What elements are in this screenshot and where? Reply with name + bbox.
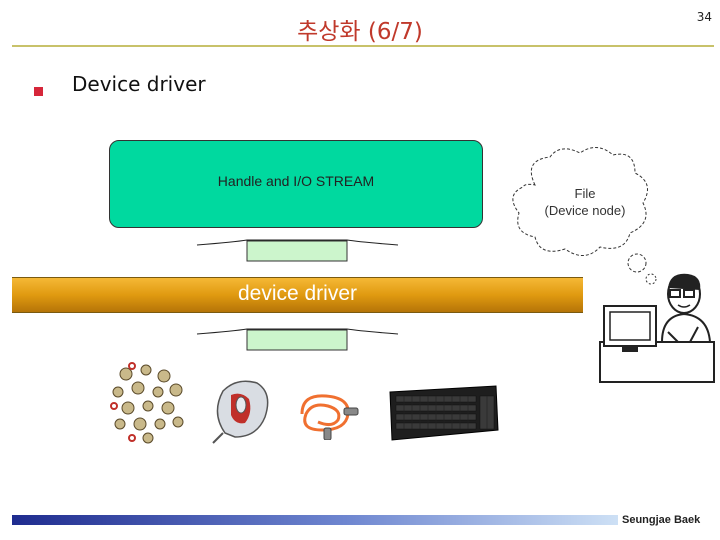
title-divider [12,45,714,47]
keyboard-icon [389,385,499,441]
thought-line-device-node: (Device node) [544,203,626,218]
slide-title: 추상화 (6/7) [297,19,423,45]
upper-connector [196,239,399,262]
person-at-computer-icon [599,273,715,383]
page-number: 34 [696,10,712,24]
screws-icon [110,362,184,444]
lower-connector [196,328,399,351]
cloud-icon [512,147,657,285]
thought-line-file: File [574,186,596,201]
device-driver-bar: device driver [12,277,583,313]
cable-icon [300,394,359,440]
thought-bubble: File (Device node) [505,145,665,289]
footer-gradient-bar [12,515,618,525]
stream-box-label: Handle and I/O STREAM [217,173,375,189]
mouse-icon [212,380,269,444]
bullet-text: Device driver [72,72,206,96]
stream-box: Handle and I/O STREAM [109,140,483,228]
bullet-square-icon [34,87,43,96]
device-driver-label: device driver [237,282,358,305]
footer-author: Seungjae Baek [622,514,701,526]
